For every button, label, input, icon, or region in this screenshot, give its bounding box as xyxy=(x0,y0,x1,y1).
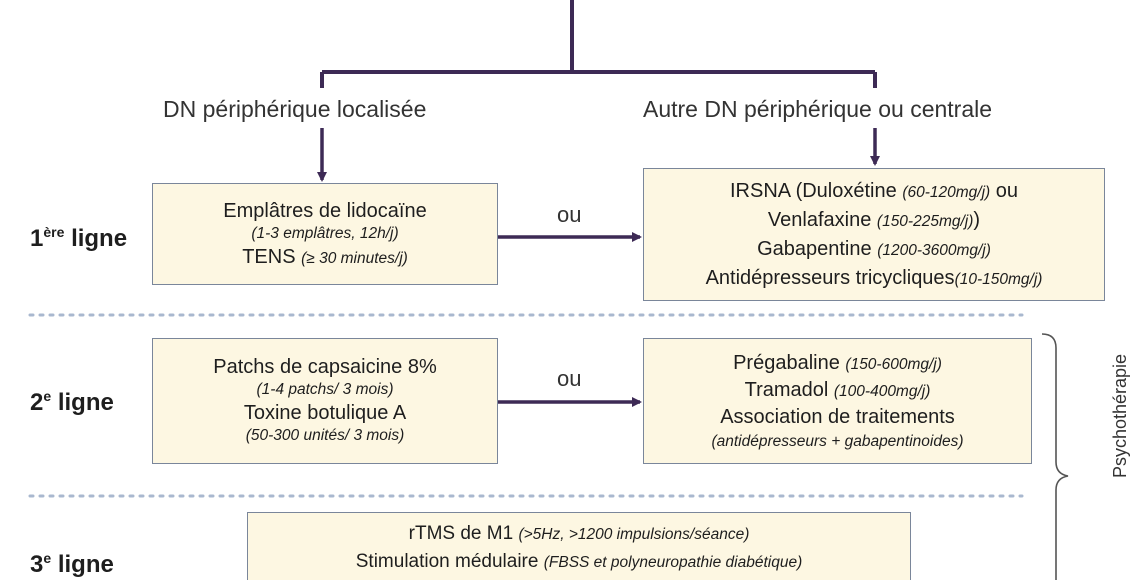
row-label-3-word: ligne xyxy=(57,551,114,578)
row1-right-line3-detail: (1200-3600mg/j) xyxy=(877,241,991,259)
row2-left-box: Patchs de capsaicine 8% (1-4 patchs/ 3 m… xyxy=(152,338,498,464)
row-label-3-sup: e xyxy=(43,550,52,566)
branch-label-left: DN périphérique localisée xyxy=(163,96,427,122)
row2-right-line4: (antidépresseurs + gabapentinoides) xyxy=(711,432,964,450)
row1-right-line2: Venlafaxine (150-225mg/j)) xyxy=(768,206,980,235)
row1-left-line3-detail: (≥ 30 minutes/j) xyxy=(301,249,408,267)
row-label-3-num: 3 xyxy=(30,551,44,578)
row1-right-line1-tail: ou xyxy=(995,179,1018,202)
row1-right-box: IRSNA (Duloxétine (60-120mg/j) ou Venlaf… xyxy=(643,168,1105,301)
row2-left-line2: (1-4 patchs/ 3 mois) xyxy=(256,381,394,398)
row3-box: rTMS de M1 (>5Hz, >1200 impulsions/séanc… xyxy=(247,512,911,580)
row1-right-line2-detail: (150-225mg/j) xyxy=(876,212,974,230)
row2-right-line2: Tramadol (100-400mg/j) xyxy=(745,377,931,404)
row1-right-line4-detail: (10-150mg/j) xyxy=(954,270,1043,288)
row2-left-line4: (50-300 unités/ 3 mois) xyxy=(245,427,405,444)
psychotherapy-brace xyxy=(1041,333,1069,580)
row2-right-line2-main: Tramadol xyxy=(744,378,829,401)
row-label-1: 1ère ligne xyxy=(30,224,127,253)
row2-left-line1: Patchs de capsaicine 8% xyxy=(213,356,437,378)
row3-line2: Stimulation médulaire (FBSS et polyneuro… xyxy=(356,547,802,577)
row-label-2: 2e ligne xyxy=(30,388,114,417)
row1-right-line4: Antidépresseurs tricycliques(10-150mg/j) xyxy=(706,264,1043,293)
row1-ou-label: ou xyxy=(557,202,582,227)
row1-left-box: Emplâtres de lidocaïne (1-3 emplâtres, 1… xyxy=(152,183,498,285)
row2-right-line1-detail: (150-600mg/j) xyxy=(845,355,942,373)
row1-left-line1: Emplâtres de lidocaïne xyxy=(223,199,427,222)
row2-right-line3: Association de traitements xyxy=(720,405,955,428)
row3-line1-detail: (>5Hz, >1200 impulsions/séance) xyxy=(518,526,750,543)
row1-right-line1-detail: (60-120mg/j) xyxy=(902,183,991,201)
row-label-2-num: 2 xyxy=(30,389,44,416)
row3-line1: rTMS de M1 (>5Hz, >1200 impulsions/séanc… xyxy=(409,521,750,547)
row3-line1-main: rTMS de M1 xyxy=(408,523,514,544)
row-label-3: 3e ligne xyxy=(30,550,114,579)
row1-right-line1: IRSNA (Duloxétine (60-120mg/j) ou xyxy=(730,177,1018,206)
row2-right-line1-main: Prégabaline xyxy=(733,351,840,374)
row3-line2-detail: (FBSS et polyneuropathie diabétique) xyxy=(543,554,803,571)
row1-left-line3-main: TENS xyxy=(242,245,296,268)
side-label-psychotherapie: Psychothérapie xyxy=(1110,353,1130,479)
row1-right-line4-main: Antidépresseurs tricycliques xyxy=(705,266,955,289)
row1-right-line3: Gabapentine (1200-3600mg/j) xyxy=(757,235,991,264)
row2-left-line3: Toxine botulique A xyxy=(243,402,407,424)
row-label-2-sup: e xyxy=(43,388,52,404)
row1-right-line2-tail: ) xyxy=(973,208,981,231)
side-label-wrap: Psychothérapie xyxy=(1050,354,1130,478)
row1-right-line1-main: IRSNA (Duloxétine xyxy=(730,179,897,202)
row-label-1-word: ligne xyxy=(71,225,128,252)
row-label-1-sup: ère xyxy=(43,224,65,240)
row1-left-line2: (1-3 emplâtres, 12h/j) xyxy=(251,224,399,242)
row-label-2-word: ligne xyxy=(57,389,114,416)
row3-line2-main: Stimulation médulaire xyxy=(355,551,539,572)
row1-right-line3-main: Gabapentine xyxy=(757,237,872,260)
row-label-1-num: 1 xyxy=(30,225,44,252)
row2-right-line1: Prégabaline (150-600mg/j) xyxy=(733,350,942,377)
branch-label-right: Autre DN périphérique ou centrale xyxy=(643,96,993,122)
row2-right-box: Prégabaline (150-600mg/j) Tramadol (100-… xyxy=(643,338,1032,464)
row1-left-line3: TENS (≥ 30 minutes/j) xyxy=(242,245,408,270)
row1-right-line2-main: Venlafaxine xyxy=(767,208,872,231)
row2-right-line2-detail: (100-400mg/j) xyxy=(833,382,931,400)
row2-ou-label: ou xyxy=(557,366,582,391)
